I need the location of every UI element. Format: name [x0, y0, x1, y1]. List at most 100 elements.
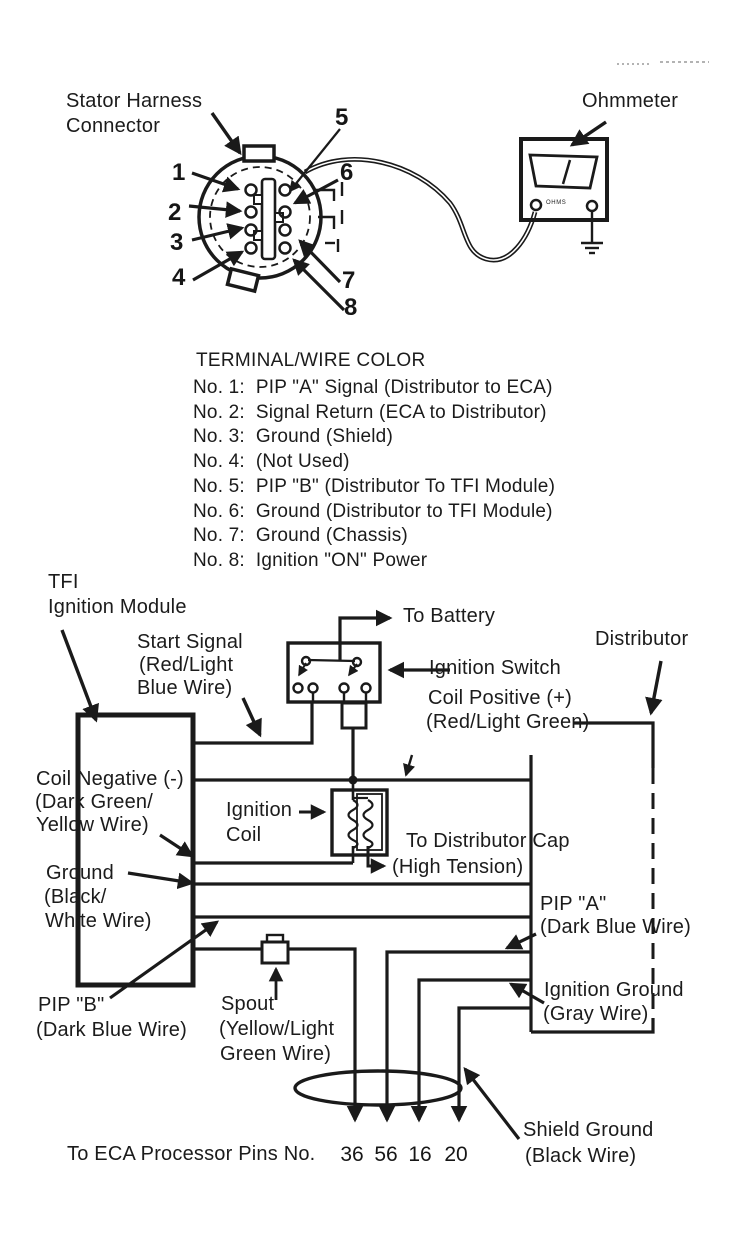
wire-high-tension — [366, 846, 387, 874]
coil-negative-arrow — [159, 833, 195, 858]
pin5-arrow — [288, 128, 341, 193]
pin-number-3: 3 — [170, 229, 184, 256]
legend-item-7: No. 7: Ground (Chassis) — [193, 525, 408, 547]
distributor-cap-label-line1: To Distributor Cap — [406, 830, 570, 852]
pin3-arrow — [191, 223, 245, 242]
connector-latch-marks — [316, 182, 344, 252]
coil-winding-primary — [347, 799, 359, 850]
meter-terminal-left — [529, 198, 543, 212]
switch-connector-block — [340, 701, 368, 730]
shield-ground-label-line2: (Black Wire) — [525, 1145, 637, 1167]
test-lead-cable — [303, 157, 538, 263]
ignition-coil-drawing — [330, 780, 389, 863]
pip-b-label-line1: PIP "B" — [38, 994, 105, 1016]
ohms-scale-text: OHMS — [546, 200, 567, 206]
spout-label-line1: Spout — [221, 993, 275, 1015]
ignition-switch-drawing — [286, 641, 382, 730]
wire-shield-ground — [450, 1006, 531, 1123]
shield-ellipse — [293, 1069, 463, 1107]
legend-title: TERMINAL/WIRE COLOR — [196, 350, 426, 371]
coil-positive-label-line2: (Red/Light Green) — [426, 711, 590, 733]
start-signal-arrow — [241, 697, 262, 738]
ohmmeter-drawing — [519, 137, 609, 255]
distributor-arrow — [645, 660, 663, 716]
ground-label-line3: White Wire) — [45, 910, 152, 932]
pin-number-6: 6 — [340, 159, 354, 186]
meter-terminal-right — [585, 199, 599, 213]
legend-item-6: No. 6: Ground (Distributor to TFI Module… — [193, 500, 553, 522]
pin-number-1: 1 — [172, 159, 186, 186]
eca-pin-36: 36 — [340, 1143, 364, 1166]
wire-to-battery — [338, 609, 393, 661]
top-pointer-arrows — [188, 112, 607, 312]
stator-connector-drawing — [197, 144, 344, 294]
pin-number-4: 4 — [172, 264, 186, 291]
meter-needle — [561, 159, 572, 185]
coil-negative-label-line1: Coil Negative (-) — [36, 768, 184, 790]
spout-label-line2: (Yellow/Light — [219, 1018, 335, 1040]
connector-keyway — [260, 177, 277, 261]
shield-ground-arrow — [463, 1067, 521, 1140]
legend-item-5: No. 5: PIP "B" (Distributor To TFI Modul… — [193, 475, 556, 497]
ground-symbol — [581, 211, 603, 255]
distributor-box — [529, 721, 655, 1034]
spout-label-line3: Green Wire) — [220, 1043, 332, 1065]
legend-item-3: No. 3: Ground (Shield) — [193, 426, 393, 448]
pip-b-label-line2: (Dark Blue Wire) — [36, 1019, 187, 1041]
legend-item-8: No. 8: Ignition "ON" Power — [193, 549, 428, 571]
coil-negative-label-line3: Yellow Wire) — [36, 814, 149, 836]
ground-label-line1: Ground — [46, 862, 114, 884]
pin8-arrow — [292, 258, 346, 312]
eca-caption: To ECA Processor Pins No. — [67, 1143, 316, 1165]
eca-pin-20: 20 — [444, 1143, 468, 1166]
pip-a-arrow — [504, 932, 537, 950]
pip-a-label-line1: PIP "A" — [540, 893, 607, 915]
pin1-arrow — [191, 171, 241, 193]
spout-connector — [260, 933, 290, 965]
scan-artifact — [617, 61, 709, 65]
ground-arrow — [127, 871, 195, 890]
tfi-module-box — [75, 712, 196, 988]
distributor-label: Distributor — [595, 628, 689, 650]
tfi-label-arrow — [60, 629, 99, 723]
coil-positive-arrow — [403, 754, 416, 777]
coil-positive-label-line1: Coil Positive (+) — [428, 687, 572, 709]
pip-b-arrow — [109, 920, 220, 1000]
ignition-ground-arrow — [508, 982, 545, 1005]
connector-bottom-tab — [225, 266, 261, 294]
ohmmeter-label-arrow — [569, 120, 607, 147]
meter-face — [528, 153, 599, 190]
tfi-module-label-line1: TFI — [48, 571, 79, 593]
to-battery-label: To Battery — [403, 605, 496, 627]
start-signal-label-line2: (Red/Light — [139, 654, 234, 676]
pin-number-8: 8 — [344, 294, 358, 321]
wire-pip-a — [378, 950, 531, 1123]
ignition-switch-label: Ignition Switch — [429, 657, 561, 679]
legend-list: No. 1: PIP "A" Signal (Distributor to EC… — [193, 376, 555, 574]
ignition-ground-label-line1: Ignition Ground — [544, 979, 684, 1001]
wire-spout — [193, 947, 364, 1123]
pin-number-7: 7 — [342, 267, 356, 294]
distributor-cap-label-line2: (High Tension) — [392, 856, 524, 878]
legend-item-1: No. 1: PIP "A" Signal (Distributor to EC… — [193, 377, 553, 398]
connector-top-tab — [242, 144, 276, 163]
ohmmeter-label: Ohmmeter — [582, 90, 679, 112]
pip-a-label-line2: (Dark Blue Wire) — [540, 916, 691, 938]
stator-harness-label-line2: Connector — [66, 115, 161, 137]
pin2-arrow — [188, 201, 243, 218]
ignition-coil-label-line2: Coil — [226, 824, 262, 846]
connector-pins — [244, 183, 292, 255]
bottom-pointer-arrows — [60, 629, 663, 1140]
ignition-coil-label-line1: Ignition — [226, 799, 293, 821]
pin-number-5: 5 — [335, 104, 349, 131]
coil-negative-label-line2: (Dark Green/ — [35, 791, 153, 813]
legend-item-2: No. 2: Signal Return (ECA to Distributor… — [193, 401, 547, 423]
start-signal-label-line3: Blue Wire) — [137, 677, 233, 699]
pin-number-2: 2 — [168, 199, 182, 226]
legend-item-4: No. 4: (Not Used) — [193, 451, 350, 473]
start-signal-label-line1: Start Signal — [137, 631, 243, 653]
shield-ground-label-line1: Shield Ground — [523, 1119, 654, 1141]
tfi-module-label-line2: Ignition Module — [48, 596, 187, 618]
